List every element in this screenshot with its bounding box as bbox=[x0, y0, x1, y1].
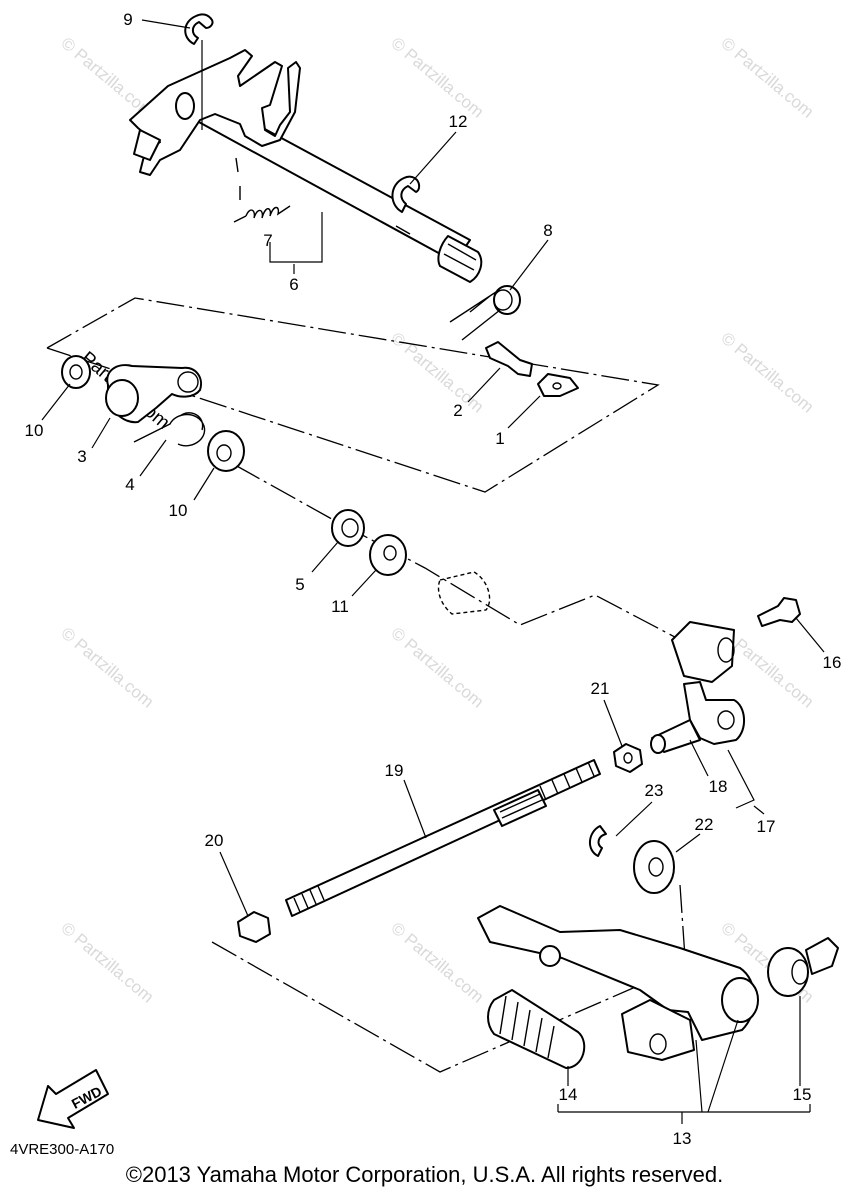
callout-23: 23 bbox=[645, 781, 664, 800]
callout-9: 9 bbox=[123, 10, 132, 29]
callout-14: 14 bbox=[559, 1085, 578, 1104]
watermarks: © Partzilla.com © Partzilla.com © Partzi… bbox=[57, 34, 817, 1007]
rod-end-15 bbox=[767, 937, 839, 997]
watermark: © Partzilla.com bbox=[57, 919, 157, 1007]
callout-15: 15 bbox=[793, 1085, 812, 1104]
pedal-rubber-14 bbox=[487, 989, 586, 1069]
drawing-code: 4VRE300-A170 bbox=[10, 1141, 115, 1158]
washer-22 bbox=[633, 840, 675, 894]
shift-shaft-6 bbox=[129, 49, 483, 283]
washer-11 bbox=[369, 534, 407, 576]
washer-10-lower bbox=[207, 430, 245, 472]
callout-5: 5 bbox=[295, 575, 304, 594]
callout-11: 11 bbox=[331, 597, 349, 616]
callout-16: 16 bbox=[823, 653, 842, 672]
watermark: © Partzilla.com bbox=[717, 329, 817, 417]
spring-7 bbox=[233, 205, 291, 223]
shaft-end-hidden bbox=[437, 571, 491, 615]
watermark: © Partzilla.com bbox=[387, 34, 487, 122]
fwd-arrow-icon: FWD bbox=[37, 1069, 109, 1129]
watermark: © Partzilla.com bbox=[387, 329, 487, 417]
callout-19: 19 bbox=[385, 761, 404, 780]
oil-seal-5 bbox=[331, 509, 365, 547]
stopper-plate-1 bbox=[537, 373, 579, 397]
circlip-23 bbox=[589, 825, 607, 857]
leader-lines bbox=[41, 19, 825, 1124]
callout-17: 17 bbox=[757, 817, 776, 836]
watermark: © Partzilla.com bbox=[387, 919, 487, 1007]
shift-arm-17 bbox=[650, 621, 745, 754]
callout-10: 10 bbox=[25, 421, 44, 440]
shift-rod-19 bbox=[285, 759, 601, 917]
callout-21: 21 bbox=[591, 679, 610, 698]
watermark: © Partzilla.com bbox=[387, 624, 487, 712]
assembly-outlines bbox=[46, 297, 691, 1073]
return-spring-8 bbox=[449, 285, 521, 341]
callout-22: 22 bbox=[695, 815, 714, 834]
callout-3: 3 bbox=[77, 447, 86, 466]
pin-2 bbox=[485, 341, 533, 377]
watermark: © Partzilla.com bbox=[57, 624, 157, 712]
callout-18: 18 bbox=[709, 777, 728, 796]
callout-6: 6 bbox=[289, 275, 298, 294]
circlip-12 bbox=[391, 175, 421, 213]
bolt-16 bbox=[757, 597, 801, 627]
nut-21 bbox=[613, 743, 643, 773]
nut-20 bbox=[237, 911, 271, 943]
callout-7: 7 bbox=[263, 231, 272, 250]
callout-1: 1 bbox=[495, 429, 504, 448]
callout-labels: 9 12 8 7 6 2 1 10 3 4 10 5 11 16 21 18 1… bbox=[25, 10, 842, 1148]
stopper-lever-3 bbox=[105, 364, 202, 424]
callout-2: 2 bbox=[453, 401, 462, 420]
copyright-notice: ©2013 Yamaha Motor Corporation, U.S.A. A… bbox=[125, 1162, 724, 1187]
watermark: © Partzilla.com bbox=[717, 34, 817, 122]
callout-12: 12 bbox=[449, 112, 468, 131]
callout-13: 13 bbox=[673, 1129, 692, 1148]
washer-10-upper bbox=[61, 355, 91, 389]
callout-10: 10 bbox=[169, 501, 188, 520]
callout-4: 4 bbox=[125, 475, 134, 494]
callout-20: 20 bbox=[205, 831, 224, 850]
callout-8: 8 bbox=[543, 221, 552, 240]
shift-pedal-13 bbox=[477, 905, 759, 1061]
circlip-9 bbox=[184, 13, 214, 45]
spring-4 bbox=[133, 412, 206, 447]
